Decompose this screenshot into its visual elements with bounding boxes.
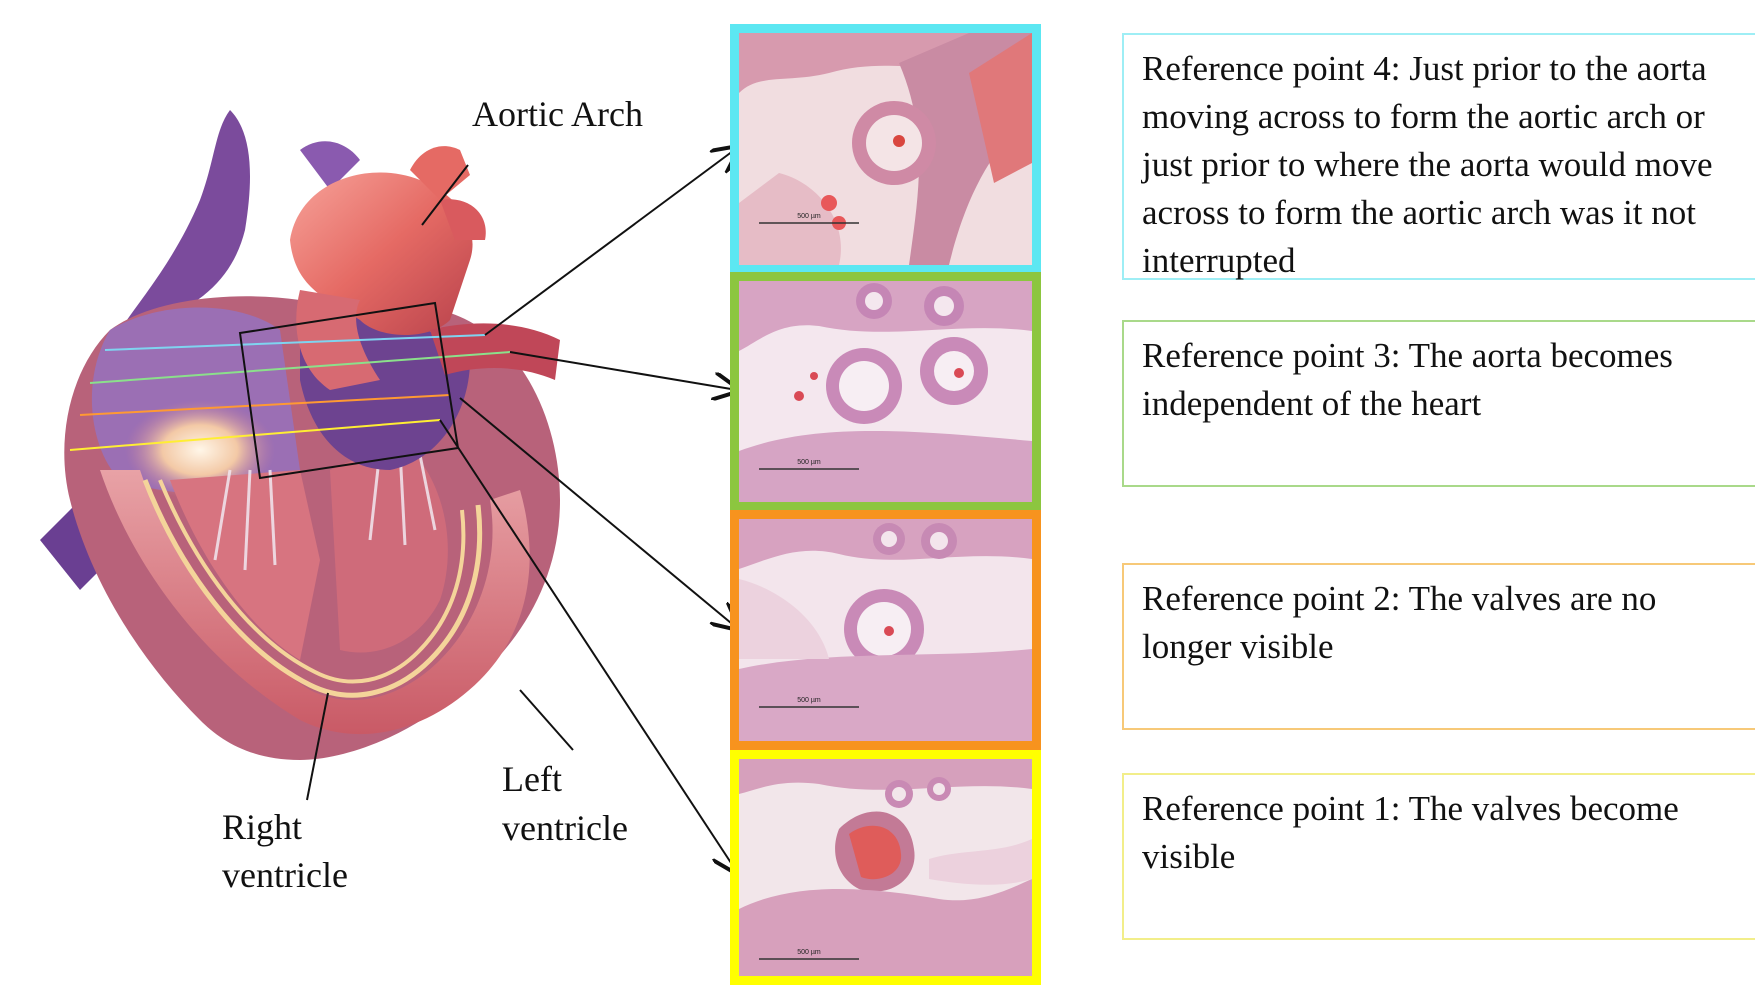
micrograph-section-4: 500 µm <box>730 24 1041 274</box>
scale-bar-label: 500 µm <box>797 949 821 956</box>
reference-point-2-text: Reference point 2: The valves are no lon… <box>1142 575 1748 671</box>
reference-point-1-text: Reference point 1: The valves become vis… <box>1142 785 1748 881</box>
micrograph-section-2: 500 µm <box>730 510 1041 750</box>
reference-point-3-text: Reference point 3: The aorta becomes ind… <box>1142 332 1748 428</box>
arrow-to-section-4 <box>485 148 737 335</box>
micrograph-section-3: 500 µm <box>730 272 1041 511</box>
scale-bar-label: 500 µm <box>797 459 821 466</box>
micrograph-section-1: 500 µm <box>730 750 1041 985</box>
scale-bar-label: 500 µm <box>797 213 821 220</box>
scale-bar-label: 500 µm <box>797 697 821 704</box>
label-right-ventricle-line2: ventricle <box>222 853 348 897</box>
reference-point-2-box: Reference point 2: The valves are no lon… <box>1122 563 1755 730</box>
reference-point-1-box: Reference point 1: The valves become vis… <box>1122 773 1755 940</box>
label-left-ventricle-line2: ventricle <box>502 806 628 850</box>
reference-point-4-text: Reference point 4: Just prior to the aor… <box>1142 45 1748 285</box>
label-left-ventricle-line1: Left <box>502 757 562 801</box>
label-right-ventricle-line1: Right <box>222 805 302 849</box>
label-aortic-arch: Aortic Arch <box>472 92 643 136</box>
reference-point-3-box: Reference point 3: The aorta becomes ind… <box>1122 320 1755 487</box>
left-ventricle-leader <box>520 690 573 750</box>
reference-point-4-box: Reference point 4: Just prior to the aor… <box>1122 33 1755 280</box>
